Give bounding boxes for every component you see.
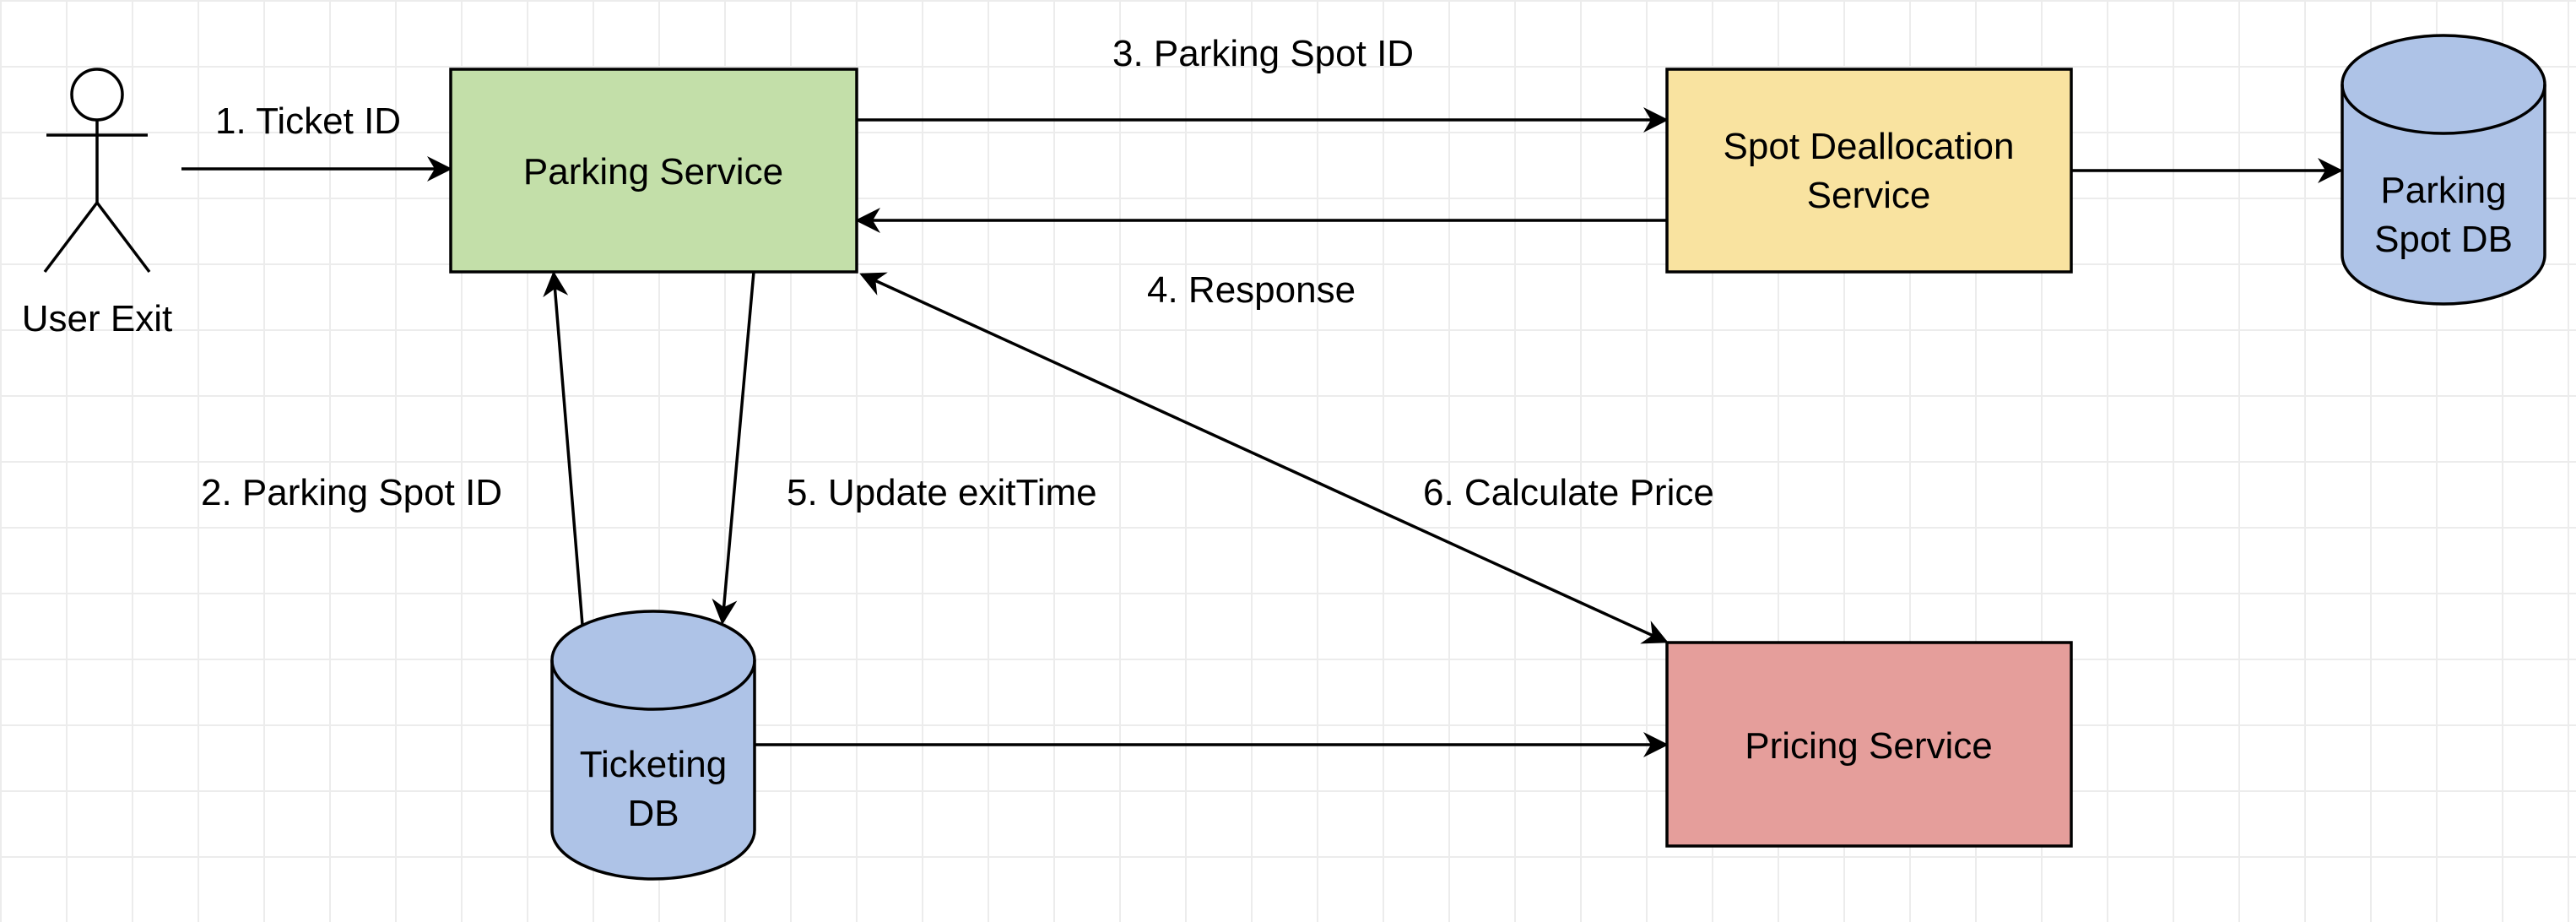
user-exit-actor: User Exit <box>22 68 172 339</box>
user-exit-label: User Exit <box>22 298 172 339</box>
spot-deallocation-service-node: Spot Deallocation Service <box>1665 68 2073 274</box>
label-update-exit-time: 5. Update exitTime <box>787 472 1097 513</box>
label-calculate-price: 6. Calculate Price <box>1423 472 1714 513</box>
parking-spot-db-label-line1: Parking <box>2380 170 2506 211</box>
spot-deallocation-label-line1: Spot Deallocation <box>1724 126 2015 167</box>
parking-spot-db-label-line2: Spot DB <box>2374 219 2513 260</box>
parking-service-node: Parking Service <box>449 68 858 274</box>
ticketing-db-node: Ticketing DB <box>550 610 756 881</box>
ticketing-db-label-line1: Ticketing <box>580 744 727 785</box>
parking-service-box <box>449 68 858 274</box>
edge-calculate-price <box>859 272 1669 644</box>
label-response: 4. Response <box>1147 269 1356 311</box>
spot-deallocation-box <box>1665 68 2073 274</box>
label-parking-spot-id-2: 2. Parking Spot ID <box>201 472 502 513</box>
pricing-service-label: Pricing Service <box>1745 725 1992 767</box>
parking-service-label: Parking Service <box>523 151 783 193</box>
ticketing-db-label-line2: DB <box>627 793 679 834</box>
label-ticket-id: 1. Ticket ID <box>215 100 401 142</box>
parking-spot-db-cylinder <box>2341 34 2546 306</box>
pricing-service-node: Pricing Service <box>1665 641 2073 848</box>
pricing-service-box <box>1665 641 2073 848</box>
actor-icon <box>70 68 124 122</box>
edge-parking-spot-id-from-ticketing <box>543 271 584 626</box>
ticketing-db-cylinder <box>550 610 756 881</box>
parking-spot-db-node: Parking Spot DB <box>2341 34 2546 306</box>
spot-deallocation-label-line2: Service <box>1807 175 1931 216</box>
edge-update-exit-time <box>712 271 755 625</box>
label-parking-spot-id-3: 3. Parking Spot ID <box>1112 33 1414 74</box>
